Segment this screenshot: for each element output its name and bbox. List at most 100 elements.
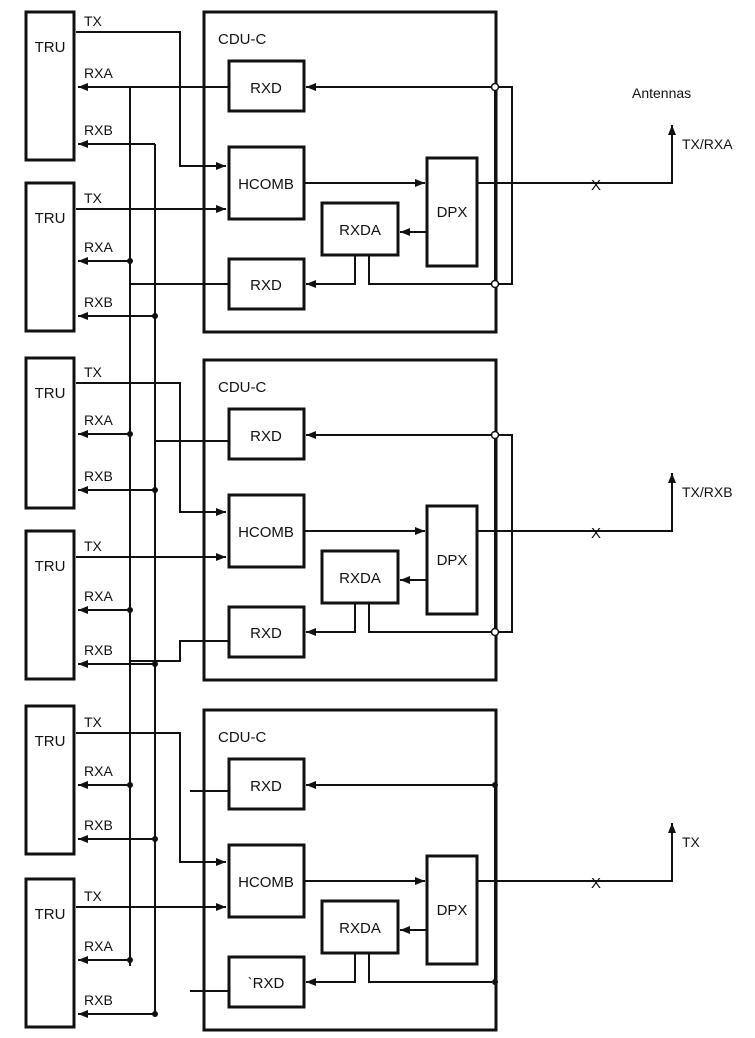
blocks [24, 10, 498, 1032]
rxda-label: RXDA [339, 920, 381, 937]
cdu-c-unit [202, 10, 498, 334]
tru-label: TRU [35, 210, 66, 227]
x-marker: X [591, 875, 601, 892]
bus-tap [152, 836, 158, 842]
rxda-block [320, 201, 400, 257]
rxb-link-arrowhead [78, 486, 88, 494]
rxda-block [320, 549, 400, 605]
tru-unit [24, 704, 76, 856]
tru-label: TRU [35, 906, 66, 923]
antenna-label: TX/RXB [682, 484, 733, 500]
rxd-to-bus [130, 640, 228, 662]
rxda-to-rx-bus [368, 256, 492, 285]
bus-tap [127, 957, 133, 963]
rx-junction [492, 979, 498, 985]
rxb-link-arrowhead [78, 660, 88, 668]
rxda-block [320, 899, 400, 955]
tru-label: TRU [35, 733, 66, 750]
antenna-feed-arrowhead [668, 125, 676, 135]
rxb-port-label: RXB [84, 817, 113, 833]
rxd-block [227, 757, 306, 811]
bus-tap [127, 431, 133, 437]
tx-link-arrowhead [216, 858, 226, 866]
labels: TRUTRUTRUTRUTRUTRUTXRXARXBTXRXARXBTXRXAR… [35, 13, 734, 1008]
rx-junction [490, 627, 500, 637]
rxa-port-label: RXA [84, 412, 113, 428]
rxd-block [227, 59, 306, 113]
dpx-label: DPX [437, 902, 468, 919]
hcomb-block [227, 145, 306, 221]
tru-label: TRU [35, 39, 66, 56]
x-marker: X [591, 525, 601, 542]
rx-bus-to-rxd-arrowhead [306, 431, 316, 439]
rxa-port-label: RXA [84, 65, 113, 81]
rxd-block [227, 955, 306, 1009]
tx-link-arrowhead [216, 508, 226, 516]
bus-tap [152, 313, 158, 319]
antenna-feed [478, 823, 673, 882]
bus-tap [152, 1011, 158, 1017]
rxa-link-arrowhead [78, 257, 88, 265]
dpx-label: DPX [437, 204, 468, 221]
rxd-label: RXD [250, 778, 282, 795]
dpx-to-rxda-arrowhead [400, 228, 410, 236]
connection-lines [76, 31, 676, 1018]
hcomb-label: HCOMB [238, 874, 294, 891]
rxd-label: RXD [250, 80, 282, 97]
tru-unit [24, 877, 76, 1029]
antenna-feed-arrowhead [668, 823, 676, 833]
rx-feed-loop [495, 434, 513, 633]
rxd-block [227, 407, 306, 461]
rxa-link-arrowhead [78, 781, 88, 789]
dpx-to-rxda-arrowhead [400, 576, 410, 584]
antenna-label: TX/RXA [682, 136, 733, 152]
dpx-label: DPX [437, 552, 468, 569]
rxa-port-label: RXA [84, 588, 113, 604]
rxb-link-arrowhead [78, 140, 88, 148]
rxb-port-label: RXB [84, 642, 113, 658]
rxd-block [227, 605, 306, 659]
rxa-port-label: RXA [84, 938, 113, 954]
tx-port-label: TX [84, 13, 103, 29]
tru-unit [24, 529, 76, 681]
rx-junction [490, 82, 500, 92]
rxb-port-label: RXB [84, 122, 113, 138]
rxda-to-rx-bus [368, 604, 492, 633]
dpx-block [425, 854, 479, 966]
rxda-to-rx-bus [368, 954, 492, 983]
tx-link-arrowhead [216, 553, 226, 561]
tx-port-label: TX [84, 364, 103, 380]
rxd-label: RXD [250, 625, 282, 642]
rxda-to-rxd-arrowhead [306, 280, 316, 288]
cdu-c-unit [202, 708, 498, 1032]
antennas-heading: Antennas [632, 85, 691, 101]
tx-port-label: TX [84, 714, 103, 730]
rxb-link-arrowhead [78, 835, 88, 843]
rx-junction [490, 430, 500, 440]
bus-tap [127, 607, 133, 613]
rx-bus-to-rxd-arrowhead [306, 781, 316, 789]
rxd-label: `RXD [248, 975, 285, 992]
tru-label: TRU [35, 385, 66, 402]
hcomb-block [227, 843, 306, 919]
rx-junction [492, 782, 498, 788]
rxda-to-rxd [306, 604, 356, 633]
cdu-c-unit [202, 358, 498, 682]
bus-tap [152, 487, 158, 493]
rxb-port-label: RXB [84, 294, 113, 310]
rxa-link-arrowhead [78, 956, 88, 964]
rxa-link-arrowhead [78, 606, 88, 614]
rxd-label: RXD [250, 277, 282, 294]
rxda-label: RXDA [339, 570, 381, 587]
rxb-link-arrowhead [78, 1010, 88, 1018]
tx-port-label: TX [84, 190, 103, 206]
rxda-to-rxd-arrowhead [306, 628, 316, 636]
hcomb-label: HCOMB [238, 524, 294, 541]
tx-port-label: TX [84, 888, 103, 904]
rxb-port-label: RXB [84, 992, 113, 1008]
x-marker: X [591, 177, 601, 194]
cdu-c-label: CDU-C [218, 31, 266, 48]
dpx-block [425, 504, 479, 616]
tx-link-arrowhead [216, 903, 226, 911]
